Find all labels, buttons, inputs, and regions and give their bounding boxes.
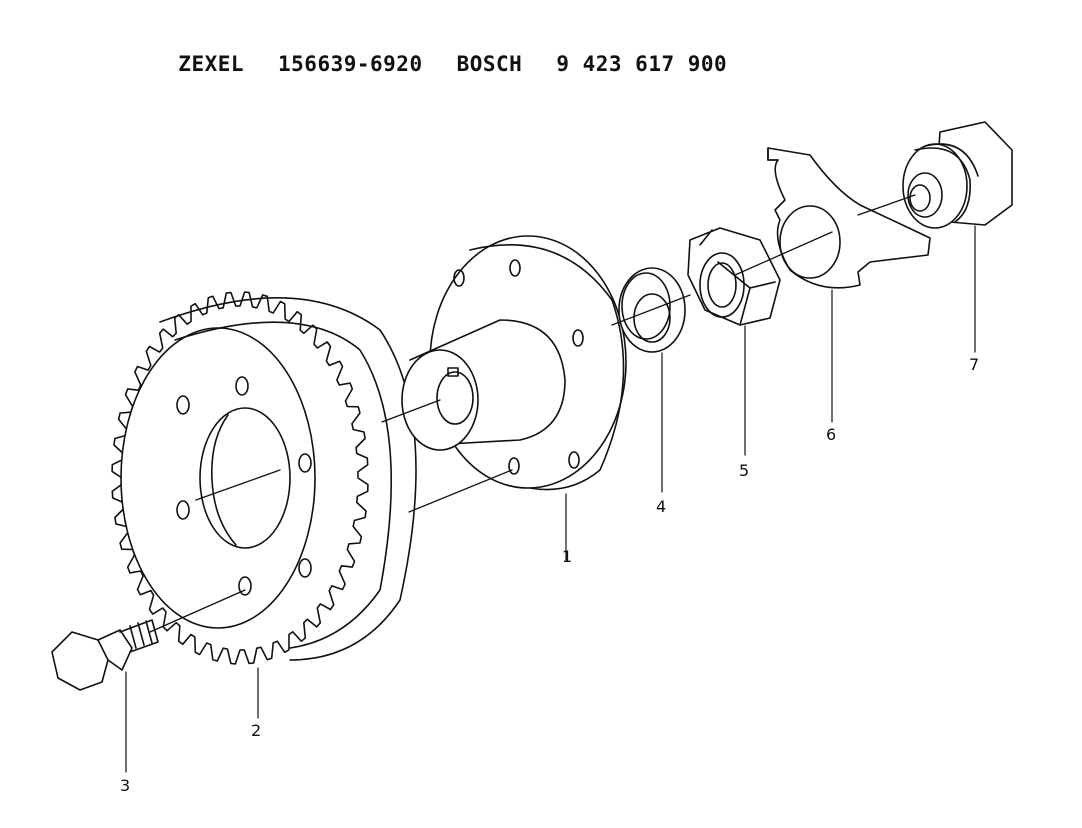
callout-7: 7 bbox=[969, 355, 979, 374]
hub-part bbox=[401, 235, 627, 491]
gear-part bbox=[111, 291, 417, 665]
bosch-part-number: 9 423 617 900 bbox=[556, 52, 728, 76]
callout-3: 3 bbox=[120, 776, 130, 795]
brand-label: BOSCH bbox=[456, 52, 523, 76]
callout-4: 4 bbox=[656, 497, 666, 516]
zexel-part-number: 156639-6920 bbox=[278, 52, 423, 76]
lock-plate-part bbox=[767, 147, 931, 289]
drawing-header: ZEXEL 156639-6920 BOSCH 9 423 617 900 bbox=[152, 28, 761, 76]
maker-label: ZEXEL bbox=[178, 52, 245, 76]
assembly-center-lines bbox=[149, 194, 916, 633]
plug-part bbox=[902, 121, 1013, 229]
leader-lines bbox=[125, 225, 976, 773]
callout-1: 1 bbox=[562, 547, 572, 566]
callout-2: 2 bbox=[251, 721, 261, 740]
callout-6: 6 bbox=[826, 425, 836, 444]
bolt-part bbox=[51, 619, 159, 691]
callout-5: 5 bbox=[739, 461, 749, 480]
nut-part bbox=[687, 227, 781, 326]
